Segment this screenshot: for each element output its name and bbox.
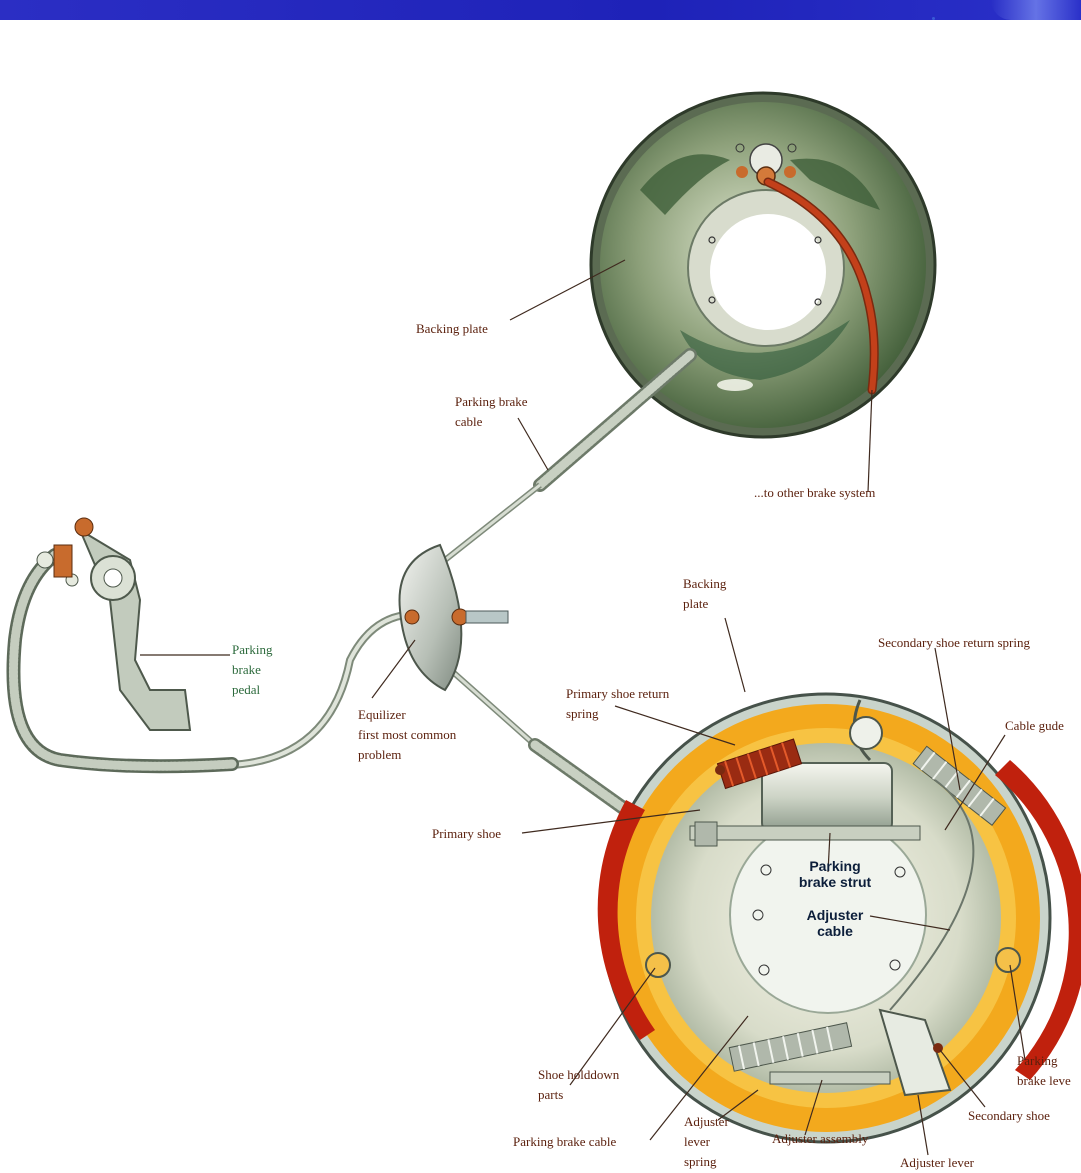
label-primary-shoe: Primary shoe [432,824,501,844]
label-backing-plate-bottom: Backing plate [683,574,726,614]
equalizer [400,545,509,690]
label-parking-brake-cable-top: Parking brake cable [455,392,528,432]
label-to-other-brake-system: ...to other brake system [754,483,875,503]
label-parking-brake-pedal: Parking brake pedal [232,640,272,700]
label-cable-guide: Cable gude [1005,716,1064,736]
label-adjuster-assembly: Adjuster assembly [772,1129,868,1149]
label-backing-plate-top: Backing plate [416,319,488,339]
label-parking-brake-cable-bottom: Parking brake cable [513,1132,616,1152]
label-parking-brake-lever: Parking brake leve [1017,1051,1071,1091]
label-adjuster-lever: Adjuster lever [900,1153,974,1173]
top-backing-plate [591,93,935,437]
label-parking-brake-strut: Parking brake strut [790,858,880,890]
label-adjuster-lever-spring: Adjuster lever spring [684,1112,729,1172]
parking-brake-pedal [37,518,190,730]
label-adjuster-cable: Adjuster cable [790,907,880,939]
pedal-cable [13,555,405,766]
label-secondary-shoe-return-spring: Secondary shoe return spring [878,633,1030,653]
label-primary-shoe-return-spring: Primary shoe return spring [566,684,669,724]
label-shoe-holddown-parts: Shoe holddown parts [538,1065,619,1105]
label-equalizer: Equilizer first most common problem [358,705,456,765]
upper-cable [445,355,690,560]
label-secondary-shoe: Secondary shoe [968,1106,1050,1126]
